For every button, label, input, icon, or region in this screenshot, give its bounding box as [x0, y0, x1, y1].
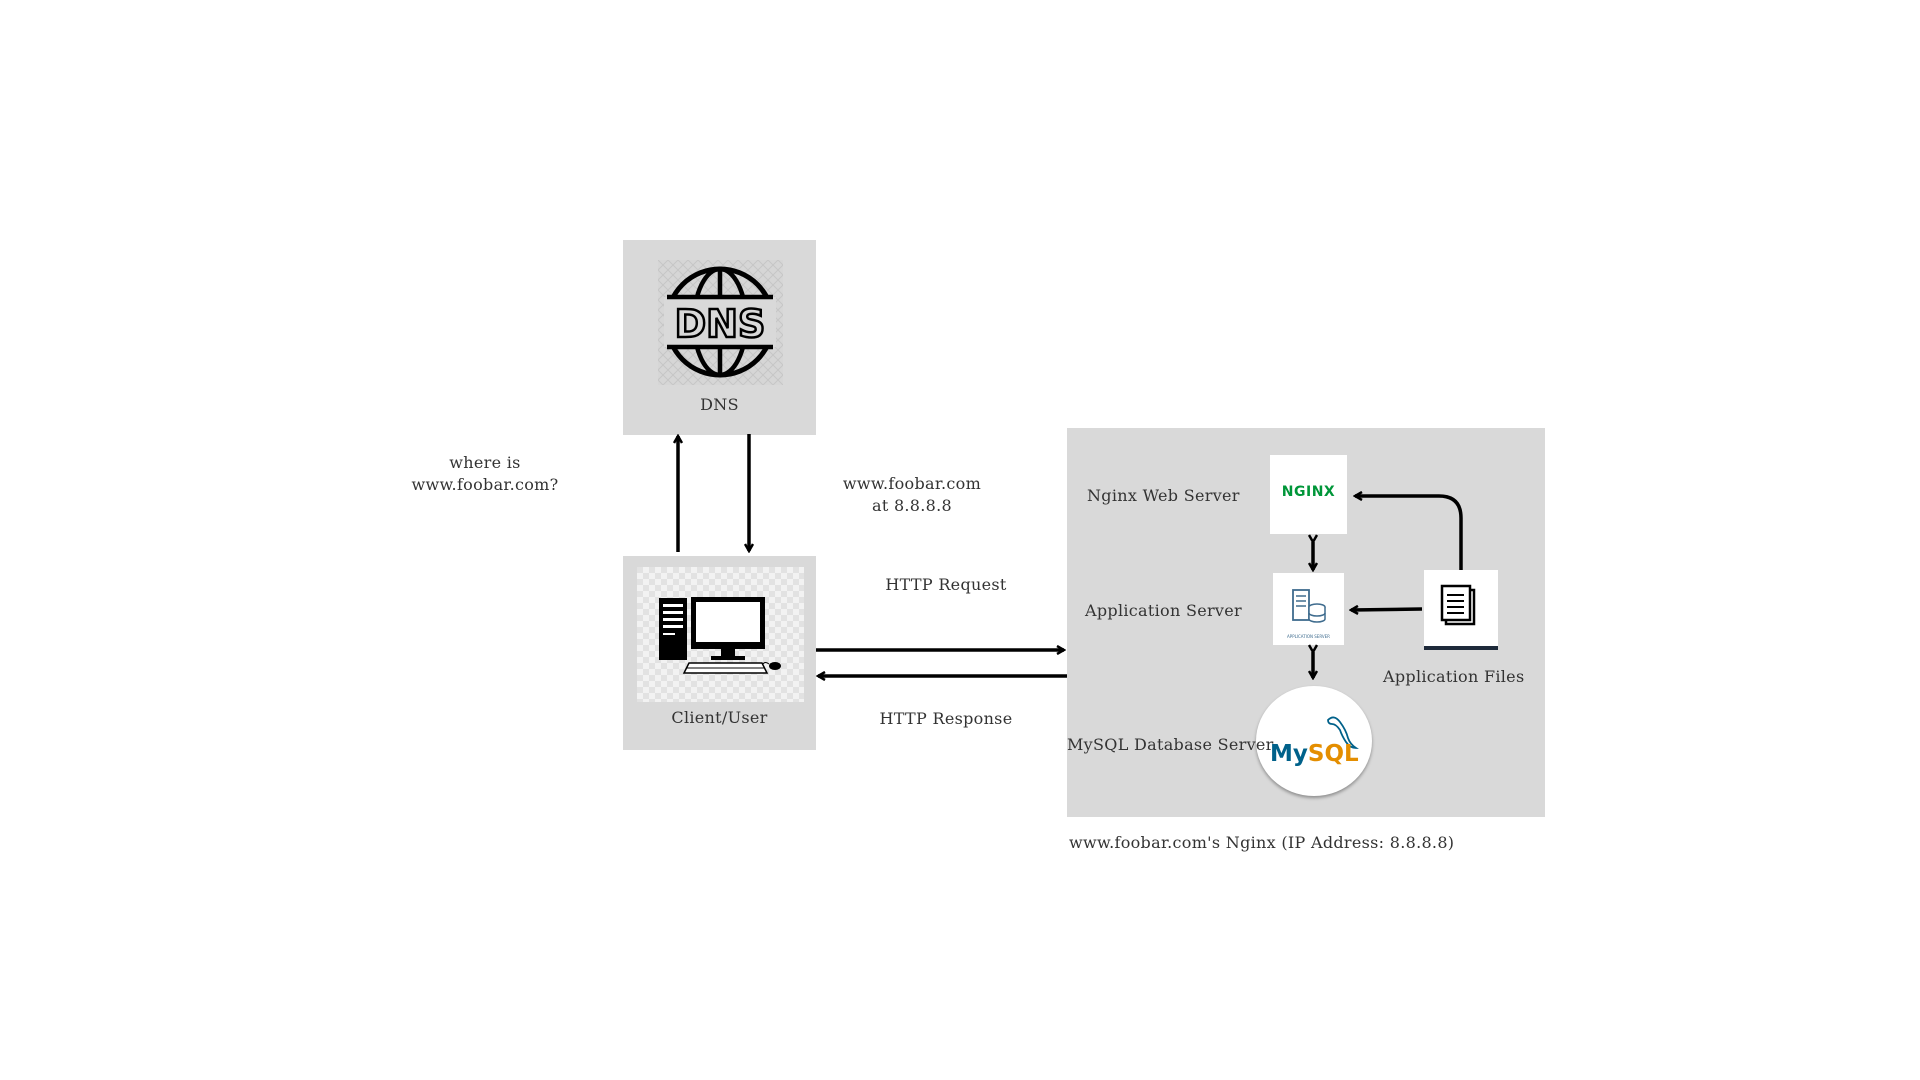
dns-globe-icon: DNS	[658, 260, 783, 385]
files-app-arrow	[1351, 609, 1423, 610]
dns-query-text-line1: where is	[449, 453, 521, 472]
http-response-label: HTTP Response	[879, 709, 1013, 728]
client-node: Client/User	[623, 556, 816, 750]
application-server-icon-caption: APPLICATION SERVER	[1287, 634, 1330, 639]
mysql-logo-my: My	[1270, 741, 1308, 767]
dns-label: DNS	[700, 395, 739, 414]
http-request-label: HTTP Request	[885, 575, 1007, 594]
server-stack-caption: www.foobar.com's Nginx (IP Address: 8.8.…	[1069, 833, 1455, 852]
application-server-label: Application Server	[1085, 601, 1242, 620]
application-server-icon: APPLICATION SERVER	[1273, 573, 1344, 645]
nginx-logo-text: NGINX	[1281, 484, 1336, 500]
dns-query-text-line2: www.foobar.com?	[411, 475, 559, 494]
nginx-web-server-label: Nginx Web Server	[1087, 486, 1240, 505]
application-files-label: Application Files	[1383, 667, 1525, 686]
mysql-server-label: MySQL Database Server	[1067, 735, 1274, 754]
client-label: Client/User	[671, 708, 768, 727]
svg-text:DNS: DNS	[675, 302, 766, 346]
dns-answer-text-line2: at 8.8.8.8	[871, 496, 953, 515]
dns-node: DNS DNS	[623, 240, 816, 435]
nginx-logo: NGINX	[1270, 455, 1347, 534]
files-nginx-arrow	[1355, 496, 1463, 570]
dns-answer-text-line1: www.foobar.com	[842, 474, 982, 493]
mysql-logo: MySQL	[1256, 686, 1372, 796]
documents-icon	[1424, 570, 1498, 650]
desktop-computer-icon	[637, 567, 804, 702]
mysql-logo-sql: SQL	[1307, 741, 1359, 767]
